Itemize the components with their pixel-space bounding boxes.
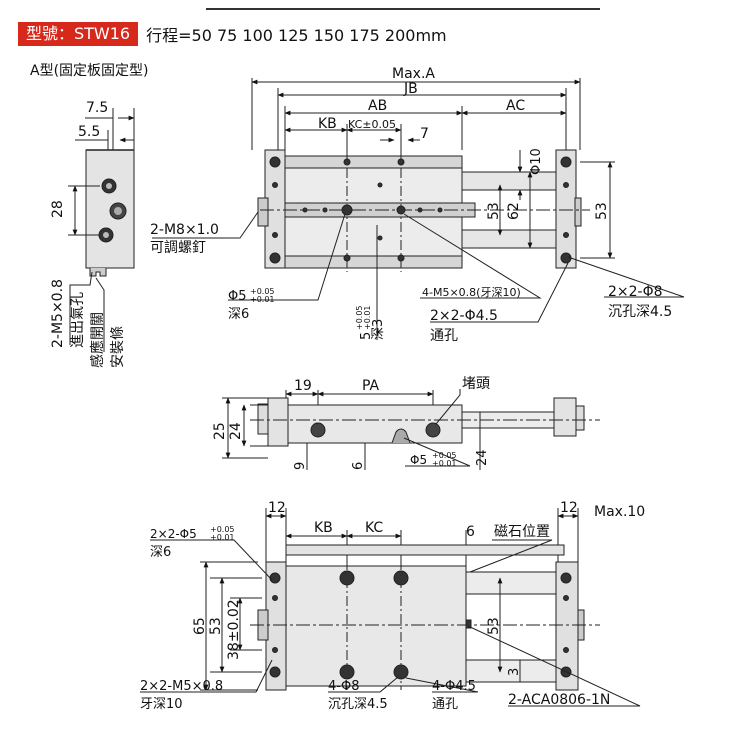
top-view — [152, 78, 685, 340]
dim-3: 3 — [507, 668, 522, 676]
bottom-dim-kb: KB — [314, 520, 333, 536]
dim-12-a: 12 — [268, 500, 286, 516]
stroke-list: 行程=50 75 100 125 150 175 200mm — [146, 26, 447, 45]
dim5-depth: 深3 — [371, 319, 386, 340]
port-label-1: 2-M5×0.8 — [50, 279, 66, 348]
dim-5-5: 5.5 — [78, 124, 100, 140]
dim-kc: KC±0.05 — [348, 118, 396, 131]
bottom-view — [140, 508, 641, 707]
screw-label-1: 2-M8×1.0 — [150, 222, 219, 238]
dim-53-b: 53 — [594, 202, 610, 220]
dim-25: 25 — [212, 422, 228, 440]
dim-9: 9 — [293, 462, 308, 470]
model-badge: 型號：STW16 — [18, 22, 139, 46]
dim-max-a: Max.A — [392, 66, 435, 82]
port-label-2: 進出氣孔 — [70, 292, 86, 348]
front-phi5-tol-bot: +0.01 — [432, 459, 457, 468]
dim-pa: PA — [362, 378, 380, 394]
dim5-label: 5 — [359, 332, 374, 340]
header: 型號：STW16 行程=50 75 100 125 150 175 200mm — [18, 22, 447, 46]
dim-28: 28 — [50, 200, 66, 218]
screw-label-2: 可調螺釘 — [150, 239, 206, 256]
dim-phi10: Φ10 — [529, 148, 544, 175]
sensor-label-1: 感應開關 — [89, 312, 106, 368]
dim-jb: JB — [403, 81, 418, 97]
dim-12-b: 12 — [560, 500, 578, 516]
pin-tol-top: +0.05 — [210, 525, 235, 534]
dim-24-b: 24 — [475, 449, 490, 466]
thru-label-2: 通孔 — [430, 328, 458, 344]
bottom-thru-2: 通孔 — [432, 697, 458, 712]
dim-7: 7 — [420, 126, 429, 142]
dim-ac: AC — [506, 98, 525, 114]
phi5-depth: 深6 — [228, 307, 249, 322]
bottom-thru-1: 4-Φ4.5 — [432, 679, 476, 694]
type-label: A型(固定板固定型) — [30, 63, 149, 79]
pin-label: 2×2-Φ5 — [150, 527, 197, 541]
dim-38: 38±0.02 — [226, 599, 242, 660]
dim5-tol-bot: +0.01 — [363, 305, 372, 330]
pin-tol-bot: +0.01 — [210, 533, 235, 542]
m5-label: 4-M5×0.8(牙深10) — [422, 286, 521, 299]
front-view — [222, 389, 600, 470]
bottom-dim-6: 6 — [466, 524, 475, 540]
magnet-label: 磁石位置 — [494, 524, 550, 540]
sensor-label-2: 安裝條 — [110, 326, 126, 368]
front-phi5-tol-top: +0.05 — [432, 451, 457, 460]
part-number: 2-ACA0806-1N — [508, 692, 610, 708]
top-border-line — [206, 8, 600, 10]
phi5-tol-top: +0.05 — [250, 287, 275, 296]
dim-19: 19 — [294, 378, 312, 394]
dim-53-right: 53 — [486, 617, 502, 635]
dim-24-a: 24 — [228, 422, 244, 440]
thru-label-1: 2×2-Φ4.5 — [430, 308, 498, 324]
tap-label-1: 2×2-M5×0.8 — [140, 679, 223, 694]
dim-7-5: 7.5 — [86, 100, 108, 116]
dim-6-front: 6 — [351, 462, 366, 470]
cb-label-1: 2×2-Φ8 — [608, 284, 663, 300]
dim-ab: AB — [368, 98, 387, 114]
bottom-dim-kc: KC — [365, 520, 383, 536]
pin-depth: 深6 — [150, 545, 171, 560]
bottom-cb-1: 4-Φ8 — [328, 679, 359, 694]
front-phi5: Φ5 — [410, 453, 427, 467]
dim-53-left: 53 — [208, 617, 224, 635]
side-view — [68, 108, 135, 352]
phi5-tol-bot: +0.01 — [250, 295, 275, 304]
dim-kb: KB — [318, 116, 337, 132]
plug-label: 堵頭 — [462, 376, 490, 392]
dim-53-a: 53 — [486, 202, 502, 220]
dim-65: 65 — [192, 617, 208, 635]
dim-max-10: Max.10 — [594, 504, 645, 520]
dim5-tol-top: +0.05 — [355, 305, 364, 330]
cb-label-2: 沉孔深4.5 — [608, 304, 672, 320]
dim-62: 62 — [506, 202, 522, 220]
bottom-cb-2: 沉孔深4.5 — [328, 697, 388, 712]
tap-label-2: 牙深10 — [140, 697, 183, 712]
phi5-label: Φ5 — [228, 289, 247, 304]
